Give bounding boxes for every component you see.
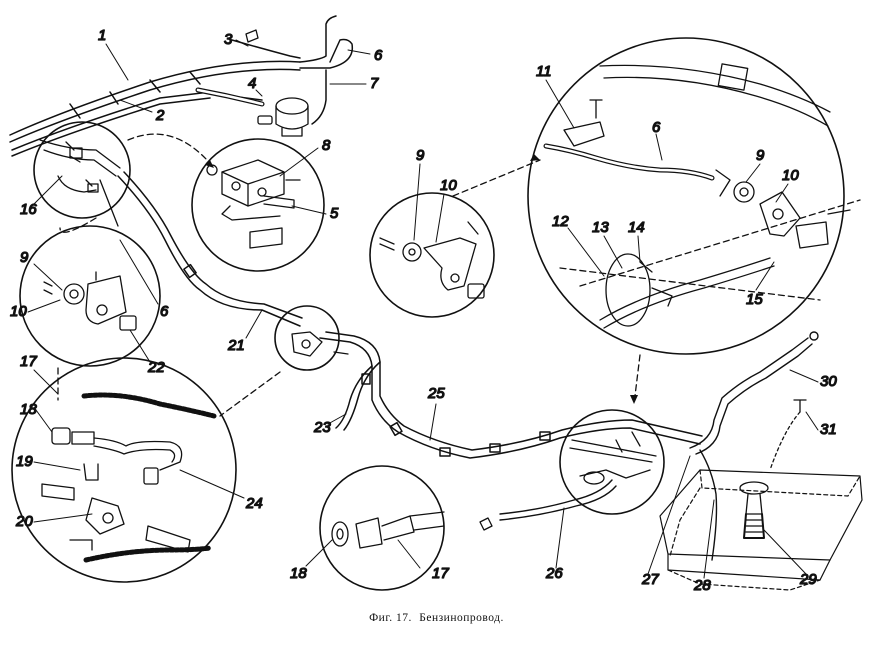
callout-5: 5 xyxy=(330,205,339,222)
callout-21: 21 xyxy=(227,337,245,354)
callout-27: 27 xyxy=(641,571,659,588)
tube-end-detail xyxy=(331,511,445,549)
clip-detail xyxy=(291,331,349,357)
callout-10a: 10 xyxy=(440,177,457,194)
callout-8: 8 xyxy=(322,137,331,154)
callout-9b: 9 xyxy=(20,249,29,266)
callout-4: 4 xyxy=(248,75,256,92)
callout-17a: 17 xyxy=(20,353,37,370)
detail-circle-rear-junction xyxy=(559,409,665,515)
callout-2: 2 xyxy=(155,107,165,124)
rear-fuel-lines xyxy=(499,331,819,561)
callout-11: 11 xyxy=(536,63,552,80)
detail-circles xyxy=(11,37,845,591)
detail-circle-tube-end xyxy=(319,465,445,591)
callout-18b: 18 xyxy=(290,565,307,582)
tank-outlet-detail xyxy=(543,63,861,329)
mid-bracket-detail xyxy=(379,221,485,299)
callout-10b: 10 xyxy=(10,303,27,320)
callout-23: 23 xyxy=(313,419,331,436)
front-fuel-lines xyxy=(9,15,354,157)
callout-28: 28 xyxy=(693,577,711,594)
callout-9c: 9 xyxy=(756,147,765,164)
callout-6b: 6 xyxy=(160,303,169,320)
detail-leaders xyxy=(57,133,641,417)
callout-12: 12 xyxy=(552,213,569,230)
callout-22: 22 xyxy=(147,359,165,376)
callout-20: 20 xyxy=(15,513,33,530)
callout-1: 1 xyxy=(98,27,106,44)
detail-circle-fittings-left xyxy=(11,357,237,583)
callout-29: 29 xyxy=(799,571,817,588)
callout-26: 26 xyxy=(545,565,563,582)
detail-circle-tank-outlet xyxy=(527,37,845,355)
main-fuel-pipe xyxy=(117,171,703,459)
detail-circle-bracket-left xyxy=(19,225,161,367)
fuel-tank xyxy=(659,469,863,591)
junction-detail xyxy=(39,139,121,227)
detail-circle-bracket-mid xyxy=(369,192,495,318)
callout-18a: 18 xyxy=(20,401,37,418)
loose-parts xyxy=(65,29,493,531)
rear-junction-detail xyxy=(569,431,657,485)
callout-6c: 6 xyxy=(652,119,661,136)
callout-24: 24 xyxy=(245,495,263,512)
fuel-pump xyxy=(257,97,309,137)
callout-25: 25 xyxy=(427,385,445,402)
valve-block-detail xyxy=(206,159,301,249)
hose-4 xyxy=(195,87,265,107)
leader-arrowheads xyxy=(205,154,638,404)
figure-title: Бензинопровод. xyxy=(419,612,504,624)
callout-30: 30 xyxy=(820,373,837,390)
callout-16: 16 xyxy=(20,201,37,218)
figure-caption: Фиг. 17. Бензинопровод. xyxy=(0,612,873,624)
callout-14: 14 xyxy=(628,219,645,236)
detail-circle-clip xyxy=(274,305,340,371)
callout-7: 7 xyxy=(370,75,379,92)
callout-9a: 9 xyxy=(416,147,425,164)
callout-10c: 10 xyxy=(782,167,799,184)
callout-17b: 17 xyxy=(432,565,449,582)
detail-circle-valve-block xyxy=(191,138,325,272)
callout-labels: 1 2 3 4 5 6 6 6 7 8 9 9 9 10 10 10 11 12… xyxy=(9,26,838,594)
callout-19: 19 xyxy=(16,453,33,470)
callout-leaders xyxy=(27,39,819,579)
figure-number: Фиг. 17. xyxy=(369,612,412,624)
left-bracket-detail xyxy=(43,271,137,331)
callout-13: 13 xyxy=(592,219,609,236)
left-fittings-detail xyxy=(41,392,217,563)
callout-3: 3 xyxy=(224,31,233,48)
callout-15: 15 xyxy=(746,291,763,308)
detail-circle-junction xyxy=(33,121,131,219)
callout-31: 31 xyxy=(820,421,837,438)
callout-6a: 6 xyxy=(374,47,383,64)
tank-sender xyxy=(739,399,807,539)
